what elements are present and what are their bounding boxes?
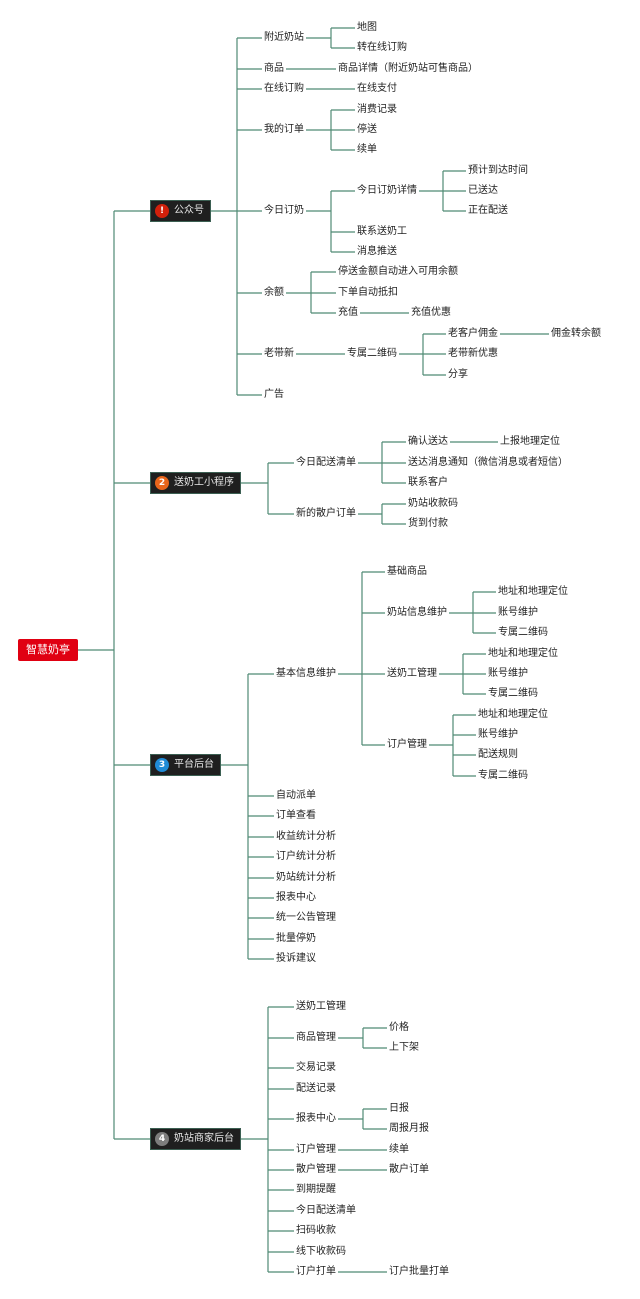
node: 账号维护 xyxy=(486,667,530,681)
root-node: 智慧奶亭 xyxy=(18,639,78,661)
node: 订户管理 xyxy=(294,1143,338,1157)
node: 奶站统计分析 xyxy=(274,871,338,885)
node: 配送记录 xyxy=(294,1082,338,1096)
node: 奶站收款码 xyxy=(406,497,460,511)
node: 今日配送清单 xyxy=(294,456,358,470)
node: 商品详情（附近奶站可售商品） xyxy=(336,62,480,76)
node: 订户打单 xyxy=(294,1265,338,1279)
node: 分享 xyxy=(446,368,470,382)
node: 停送金额自动进入可用余额 xyxy=(336,265,460,279)
node: 到期提醒 xyxy=(294,1183,338,1197)
node: 地址和地理定位 xyxy=(476,708,550,722)
node: 老带新优惠 xyxy=(446,347,500,361)
node: 投诉建议 xyxy=(274,952,318,966)
node: 订单查看 xyxy=(274,809,318,823)
node: 统一公告管理 xyxy=(274,911,338,925)
branch-label: 平台后台 xyxy=(174,759,214,770)
node: 商品管理 xyxy=(294,1031,338,1045)
node: 确认送达 xyxy=(406,435,450,449)
node: 送奶工管理 xyxy=(385,667,439,681)
node: 订户批量打单 xyxy=(387,1265,451,1279)
branch-label: 送奶工小程序 xyxy=(174,477,234,488)
node: 扫码收款 xyxy=(294,1224,338,1238)
node: 价格 xyxy=(387,1021,411,1035)
number-badge-2: 2 xyxy=(155,476,169,490)
node: 预计到达时间 xyxy=(466,164,530,178)
node: 正在配送 xyxy=(466,204,510,218)
node: 专属二维码 xyxy=(486,687,540,701)
node: 送奶工管理 xyxy=(294,1000,348,1014)
node: 联系送奶工 xyxy=(355,225,409,239)
node: 附近奶站 xyxy=(262,31,306,45)
node: 报表中心 xyxy=(274,891,318,905)
node: 充值优惠 xyxy=(409,306,453,320)
node: 货到付款 xyxy=(406,517,450,531)
node: 上下架 xyxy=(387,1041,421,1055)
node: 在线支付 xyxy=(355,82,399,96)
node: 散户订单 xyxy=(387,1163,431,1177)
node: 周报月报 xyxy=(387,1122,431,1136)
branch-label: 公众号 xyxy=(174,205,204,216)
node: 今日配送清单 xyxy=(294,1204,358,1218)
node: 续单 xyxy=(355,143,379,157)
branch-platform-admin: 3 平台后台 xyxy=(150,754,221,776)
node: 基本信息维护 xyxy=(274,667,338,681)
node: 配送规则 xyxy=(476,748,520,762)
node: 日报 xyxy=(387,1102,411,1116)
node: 已送达 xyxy=(466,184,500,198)
node: 老客户佣金 xyxy=(446,327,500,341)
node: 转在线订购 xyxy=(355,41,409,55)
node: 专属二维码 xyxy=(496,626,550,640)
node: 账号维护 xyxy=(476,728,520,742)
node: 批量停奶 xyxy=(274,932,318,946)
node: 专属二维码 xyxy=(476,769,530,783)
node: 送达消息通知（微信消息或者短信） xyxy=(406,456,570,470)
node: 停送 xyxy=(355,123,379,137)
node: 新的散户订单 xyxy=(294,507,358,521)
branch-courier-miniprogram: 2 送奶工小程序 xyxy=(150,472,241,494)
node: 自动派单 xyxy=(274,789,318,803)
node: 佣金转余额 xyxy=(549,327,603,341)
node: 我的订单 xyxy=(262,123,306,137)
node: 在线订购 xyxy=(262,82,306,96)
node: 线下收款码 xyxy=(294,1245,348,1259)
node: 交易记录 xyxy=(294,1061,338,1075)
node: 报表中心 xyxy=(294,1112,338,1126)
node: 专属二维码 xyxy=(345,347,399,361)
node: 奶站信息维护 xyxy=(385,606,449,620)
branch-merchant-admin: 4 奶站商家后台 xyxy=(150,1128,241,1150)
node: 地址和地理定位 xyxy=(486,647,560,661)
node: 余额 xyxy=(262,286,286,300)
node: 商品 xyxy=(262,62,286,76)
node: 下单自动抵扣 xyxy=(336,286,400,300)
node: 消息推送 xyxy=(355,245,399,259)
node: 基础商品 xyxy=(385,565,429,579)
node: 上报地理定位 xyxy=(498,435,562,449)
node: 账号维护 xyxy=(496,606,540,620)
number-badge-3: 3 xyxy=(155,758,169,772)
number-badge-1: ! xyxy=(155,204,169,218)
node: 地址和地理定位 xyxy=(496,585,570,599)
node: 订户统计分析 xyxy=(274,850,338,864)
node: 充值 xyxy=(336,306,360,320)
node: 地图 xyxy=(355,21,379,35)
node: 老带新 xyxy=(262,347,296,361)
node: 订户管理 xyxy=(385,738,429,752)
node: 消费记录 xyxy=(355,103,399,117)
node: 收益统计分析 xyxy=(274,830,338,844)
node: 广告 xyxy=(262,388,286,402)
number-badge-4: 4 xyxy=(155,1132,169,1146)
branch-official-account: ! 公众号 xyxy=(150,200,211,222)
node: 联系客户 xyxy=(406,476,450,490)
node: 今日订奶 xyxy=(262,204,306,218)
node: 今日订奶详情 xyxy=(355,184,419,198)
node: 续单 xyxy=(387,1143,411,1157)
node: 散户管理 xyxy=(294,1163,338,1177)
branch-label: 奶站商家后台 xyxy=(174,1133,234,1144)
